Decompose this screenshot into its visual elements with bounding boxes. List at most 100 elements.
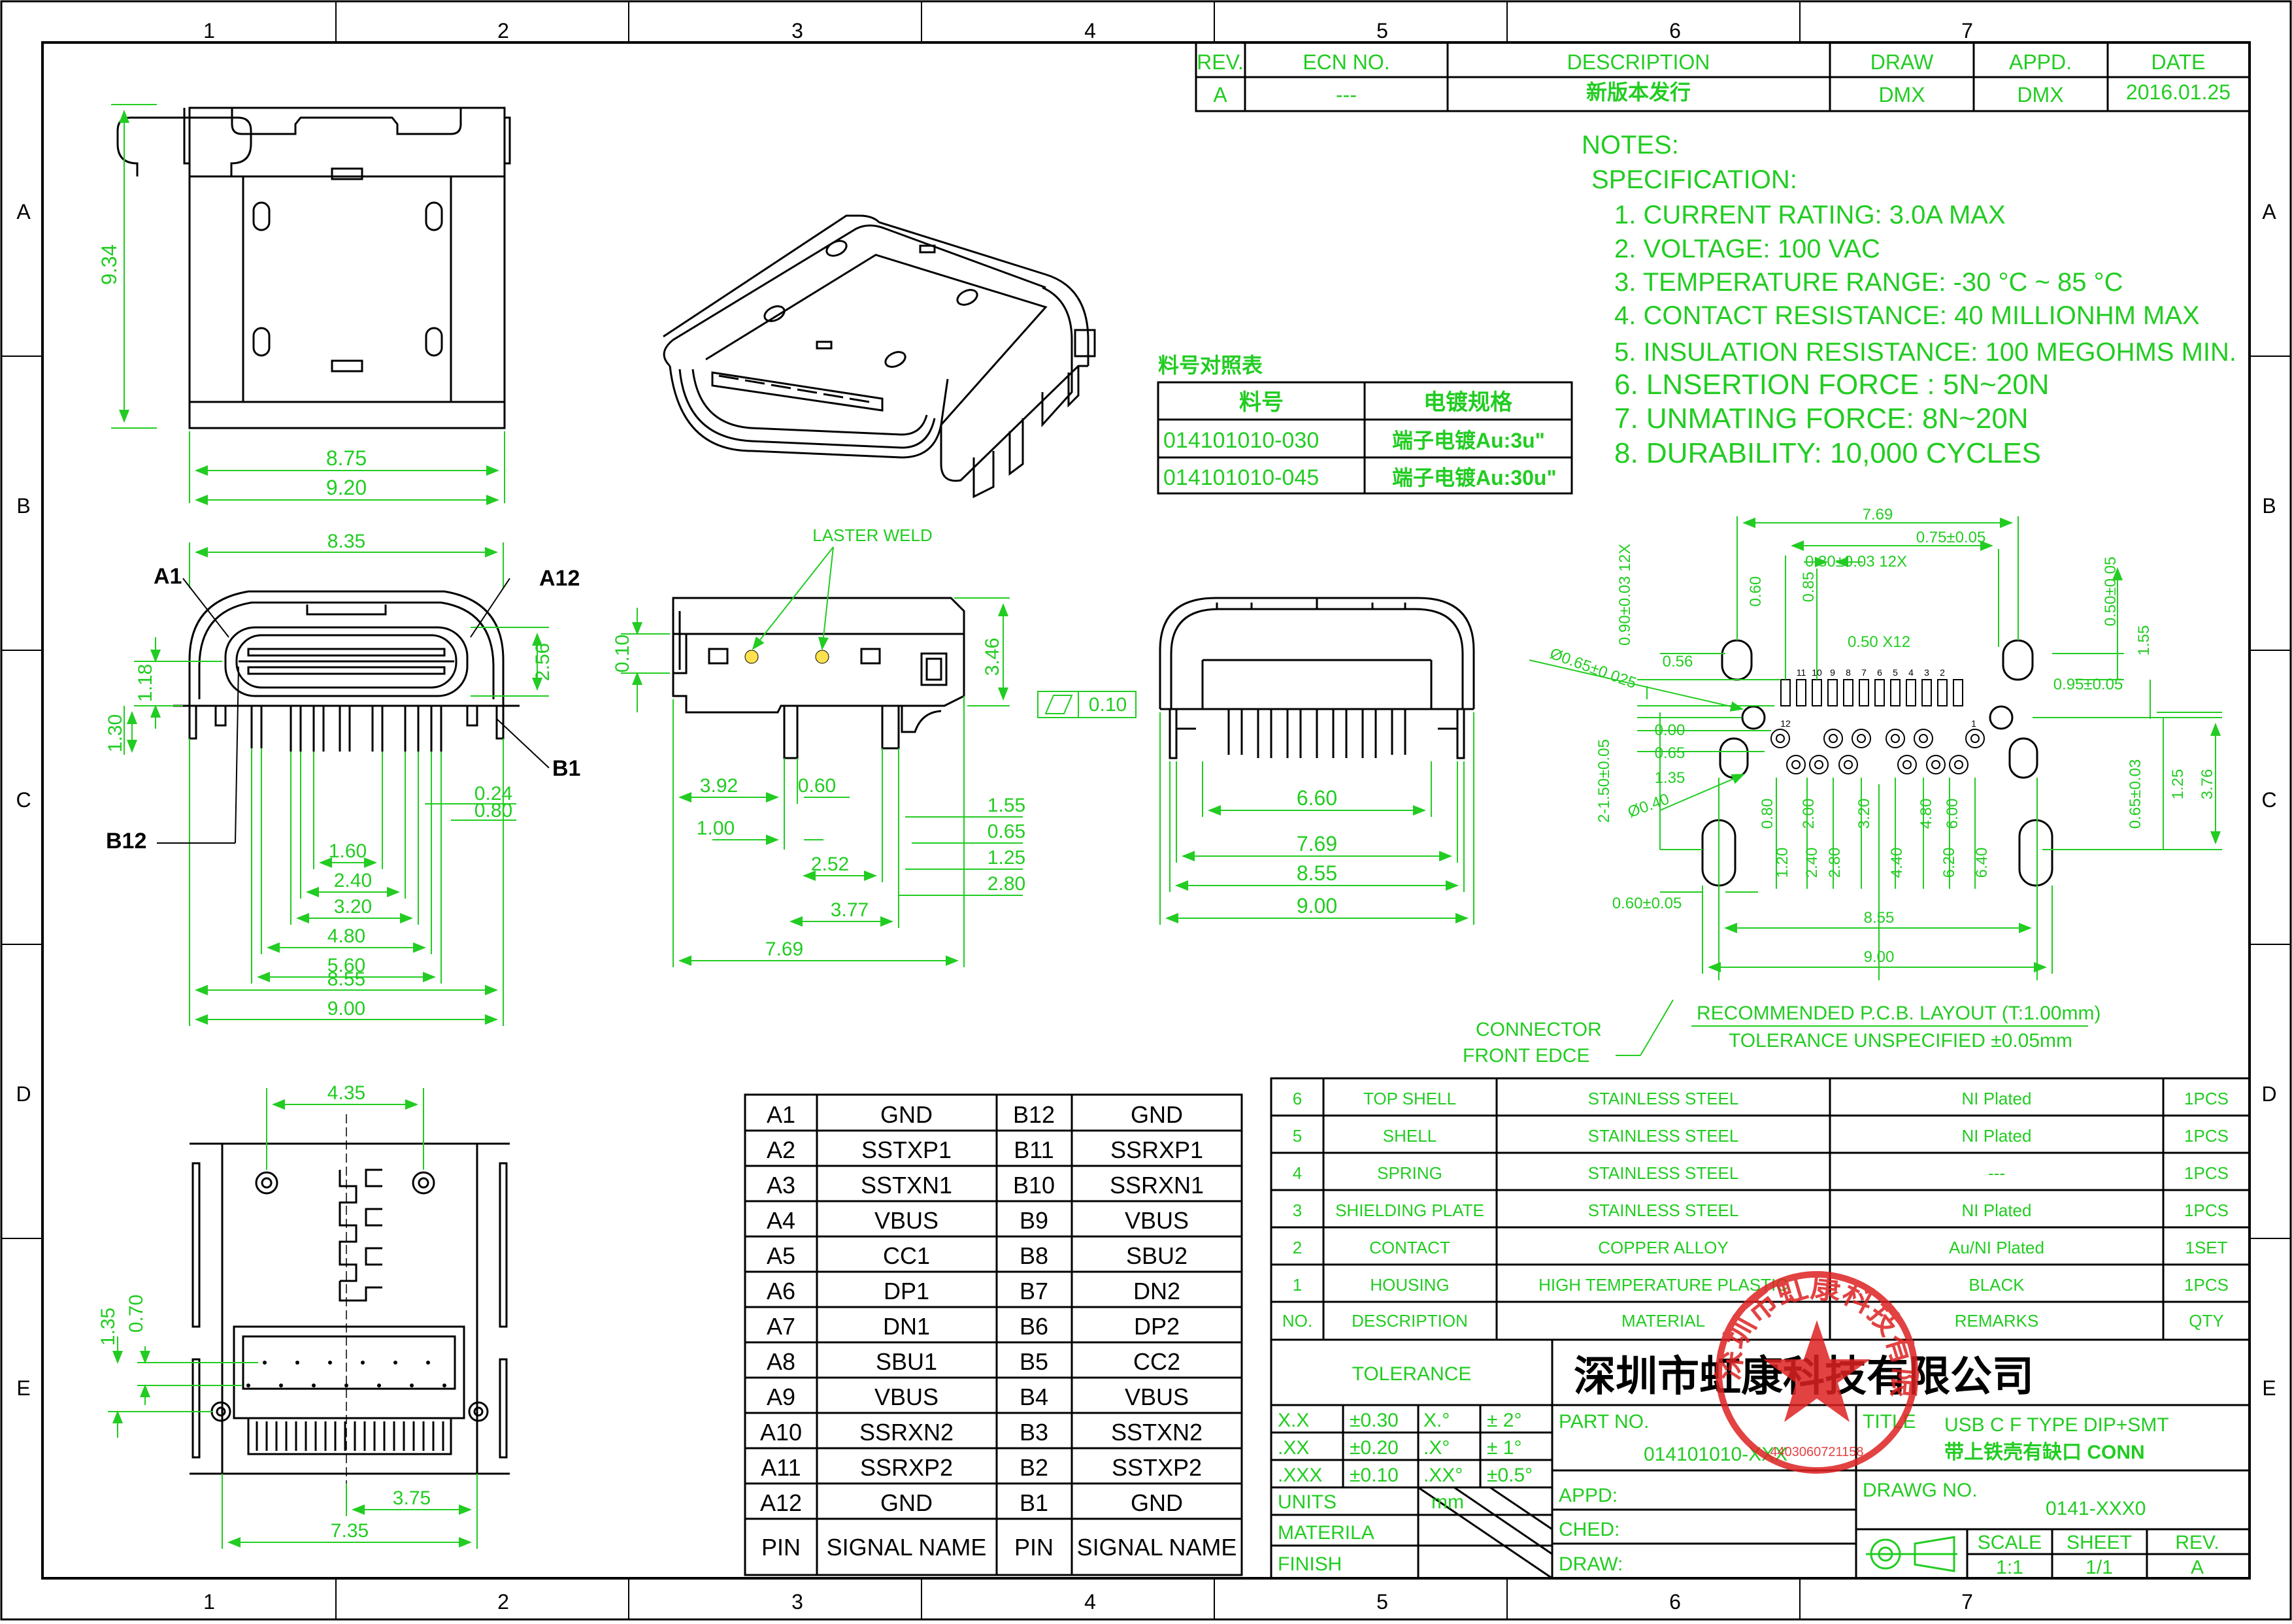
dim-side-280: 2.80 [988,873,1025,895]
svg-text:4: 4 [1908,667,1914,678]
col-label: 4 [1084,1590,1096,1614]
tol-cell: ±0.20 [1350,1437,1399,1459]
ched-label: CHED: [1559,1519,1619,1540]
pin-id: A7 [767,1313,795,1340]
pcb-dim: 9.00 [1864,948,1895,966]
pcb-dim: 4.80 [1918,799,1935,829]
sheet-value: 1/1 [2085,1557,2113,1578]
stamp-number: 4403060721158 [1770,1445,1863,1459]
dim-front-900: 9.00 [327,998,365,1019]
bom-cell: 1PCS [2184,1126,2229,1146]
pcb-dim: Ø0.65±0.025 [1548,645,1638,693]
dim-bottom-375: 3.75 [393,1487,431,1509]
note-item: 3. TEMPERATURE RANGE: -30 °C ~ 85 °C [1614,268,2123,297]
pin-id: A12 [760,1489,802,1516]
bom-cell: 1PCS [2184,1089,2229,1108]
bom-cell: NI Plated [1962,1089,2032,1108]
pcb-dim: 6.20 [1940,848,1958,878]
col-label: 1 [203,19,215,42]
pin-id: B3 [1020,1419,1048,1446]
pin-footer: SIGNAL NAME [1077,1534,1237,1561]
tol-cell: .XX [1278,1437,1309,1459]
col-label: 3 [791,1590,803,1614]
pin-id: A9 [767,1384,795,1410]
col-label: 5 [1376,19,1388,42]
pcb-dim: Ø0.40 [1625,790,1672,821]
note-item: 7. UNMATING FORCE: 8N~20N [1614,403,2029,435]
scale-value: 1:1 [1996,1557,2023,1578]
dim-height: 9.34 [97,244,121,285]
pin-id: B11 [1014,1136,1054,1163]
rev-label: REV. [2175,1532,2219,1553]
col-label: 2 [497,1590,509,1614]
bom-cell: SPRING [1377,1163,1442,1183]
signal-name: VBUS [874,1384,938,1410]
signal-name: DN2 [1133,1278,1180,1304]
pin-id: B10 [1013,1172,1055,1199]
notes-title: NOTES: [1582,131,1679,159]
pcb-dim: 2-1.50±0.05 [1595,739,1613,823]
tol-cell: .XX° [1423,1465,1463,1486]
pin-id: B7 [1020,1278,1048,1304]
pcb-dim: 3.20 [1855,799,1873,829]
signal-name: SSRXP1 [1110,1136,1203,1163]
pin-label-b12: B12 [106,829,146,853]
bom-cell: SHIELDING PLATE [1335,1201,1484,1220]
signal-name: VBUS [874,1207,938,1234]
smt-pads [1780,679,1963,706]
dim-side-155: 1.55 [988,795,1025,816]
dim-rear-660: 6.60 [1297,786,1337,810]
dim-front-024: 0.24 [474,783,512,804]
units-label: UNITS [1278,1491,1337,1513]
pin-id: A4 [767,1207,795,1234]
pad-numbers: 12 11 10 9 8 7 6 5 4 3 2 1 [1780,667,1976,729]
dim-width-outer: 9.20 [326,476,367,499]
row-label: E [16,1376,30,1400]
signal-name: SSRXP2 [860,1454,953,1481]
pcb-dim: 0.00 [1655,721,1686,739]
signal-name: SBU2 [1126,1242,1188,1269]
bom-cell: HOUSING [1370,1275,1449,1295]
dim-front-118: 1.18 [135,664,156,702]
signal-name: DN1 [883,1313,930,1340]
bom-cell: SHELL [1383,1126,1437,1146]
signal-name: GND [880,1489,933,1516]
bom-cell: STAINLESS STEEL [1588,1201,1739,1220]
bom-cell: Au/NI Plated [1949,1238,2044,1257]
row-label: A [16,200,31,224]
note-item: 1. CURRENT RATING: 3.0A MAX [1614,201,2006,229]
bom-header: REMARKS [1955,1311,2039,1331]
drawg-no-value: 0141-XXX0 [2046,1498,2146,1519]
appd-header: APPD. [2009,50,2072,74]
pin-id: A11 [761,1454,801,1481]
note-item: 8. DURABILITY: 10,000 CYCLES [1614,437,2041,469]
date-header: DATE [2151,50,2206,74]
tol-cell: X.° [1423,1410,1450,1431]
dim-front-width: 8.35 [327,531,365,552]
signal-name: GND [1131,1489,1183,1516]
pin-id: B1 [1020,1489,1048,1516]
pin-id: B12 [1013,1101,1055,1128]
pin-footer: PIN [1014,1534,1054,1561]
rev-header: REV. [1197,50,1244,74]
dim-side-392: 3.92 [700,775,738,797]
svg-text:5: 5 [1893,667,1898,678]
grid-labels: 1 2 3 4 5 6 7 1 2 3 4 5 6 7 A B C D E A … [16,19,2276,1614]
dim-side-769: 7.69 [765,938,803,960]
signal-name: VBUS [1125,1207,1189,1234]
row-label: E [2262,1376,2276,1400]
dim-side-346: 3.46 [982,638,1003,676]
notes-subtitle: SPECIFICATION: [1591,165,1797,194]
row-label: D [16,1082,31,1106]
ecn-value: --- [1336,83,1357,107]
tol-cell: ±0.10 [1350,1465,1399,1486]
bom-cell: BLACK [1968,1275,2025,1295]
dim-rear-855: 8.55 [1297,861,1337,885]
signal-name: SSRXN1 [1110,1172,1204,1199]
bom-cell: 1PCS [2184,1275,2229,1295]
row-label: B [2262,494,2276,518]
col-label: 7 [1961,1590,1973,1614]
signal-name: VBUS [1125,1384,1189,1410]
